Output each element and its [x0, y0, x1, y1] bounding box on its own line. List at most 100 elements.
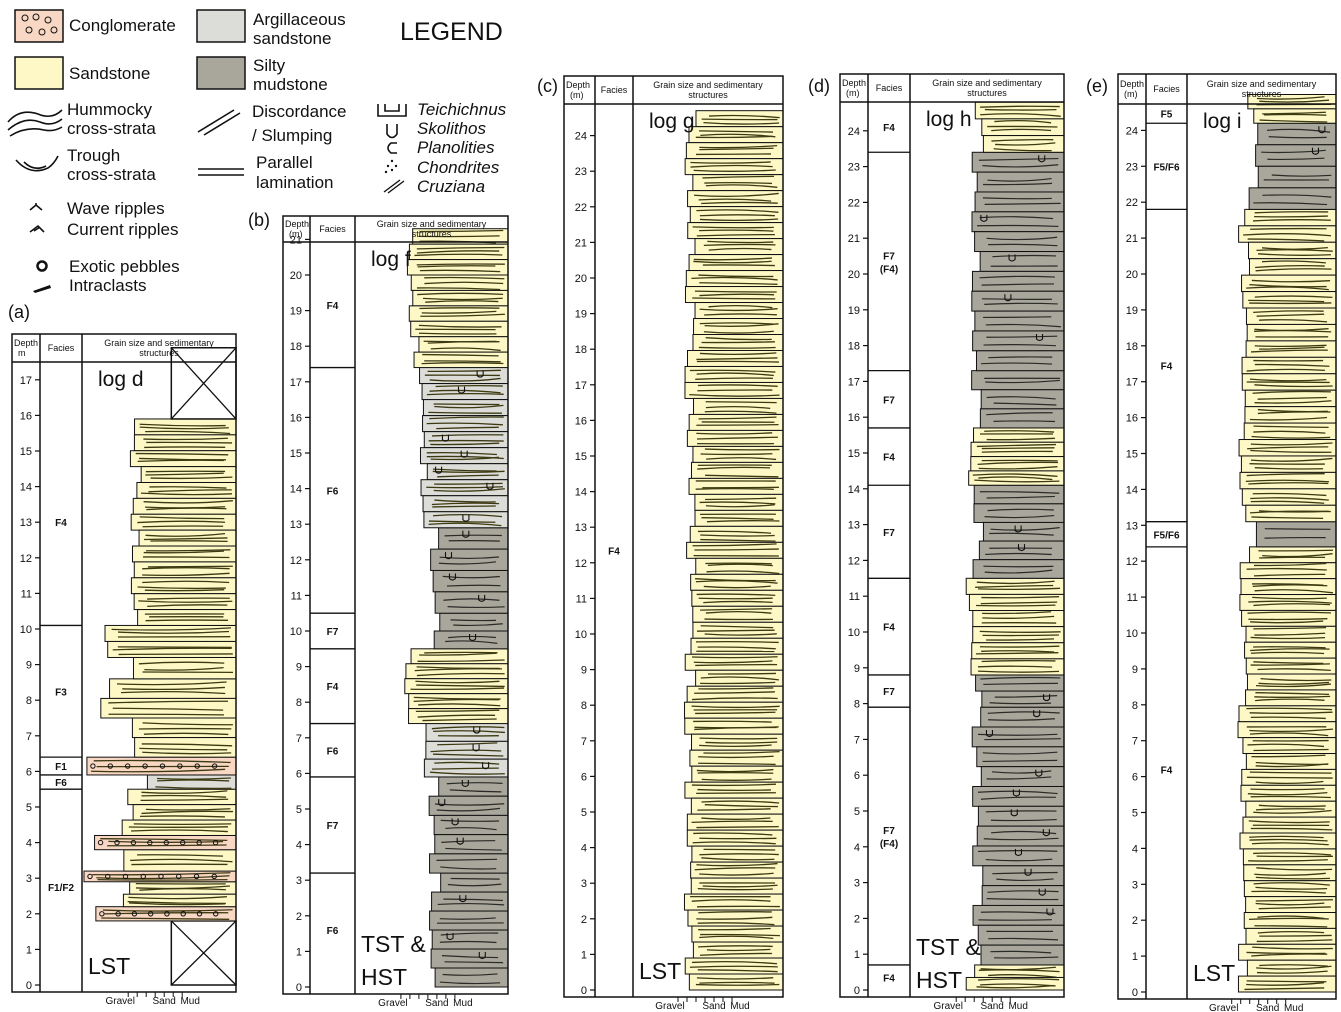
- bed: [980, 706, 1065, 728]
- lamina: [426, 486, 504, 489]
- depth-tick-label: 10: [848, 627, 860, 639]
- lamina: [1255, 698, 1325, 702]
- facies-label: F4: [883, 973, 895, 984]
- depth-tick-label: 14: [20, 482, 32, 494]
- lamina: [1250, 716, 1326, 720]
- sand-label: Sand: [1256, 1003, 1279, 1012]
- depth-tick-label: 5: [854, 806, 860, 818]
- lamina: [1259, 556, 1326, 559]
- depth-tick-label: 1: [296, 946, 302, 958]
- sand-label: Sand: [153, 996, 176, 1007]
- trace-fossil: [451, 818, 459, 826]
- depth-tick-label: 8: [581, 700, 587, 712]
- lamina: [993, 420, 1056, 423]
- bed: [972, 559, 1065, 579]
- lamina: [978, 587, 1061, 591]
- depth-tick-label: 15: [848, 448, 860, 460]
- lamina: [441, 955, 499, 959]
- lamina: [689, 965, 778, 968]
- bed: [132, 804, 237, 821]
- depth-unit-header: (m): [289, 229, 303, 239]
- trace-fossil: [456, 837, 464, 845]
- depth-tick-label: 22: [575, 202, 587, 214]
- depth-tick-label: 10: [290, 626, 302, 638]
- pebble: [90, 763, 96, 769]
- bed: [971, 726, 1065, 748]
- lamina: [433, 730, 505, 734]
- lamina: [1246, 982, 1325, 986]
- trace-fossil: [1033, 710, 1041, 718]
- lamina: [442, 973, 498, 976]
- lamina: [422, 718, 497, 722]
- legend-planolities-label: Planolities: [417, 138, 495, 157]
- lamina: [989, 702, 1052, 705]
- lamina: [705, 401, 777, 404]
- depth-tick-label: 7: [26, 731, 32, 743]
- lamina: [694, 691, 775, 694]
- depth-tick-label: 9: [1132, 664, 1138, 676]
- sand-label: Sand: [425, 998, 448, 1009]
- bed: [131, 545, 237, 563]
- lamina: [426, 422, 503, 426]
- facies-label: F1/F2: [48, 883, 75, 894]
- depth-tick-label: 0: [854, 985, 860, 997]
- lamina: [1253, 573, 1326, 577]
- lamina: [1252, 390, 1331, 394]
- depth-tick-label: 6: [581, 771, 587, 783]
- bed: [419, 447, 509, 465]
- lamina: [108, 700, 228, 704]
- lamina: [416, 263, 505, 266]
- lamina: [437, 474, 499, 478]
- lamina: [695, 487, 774, 491]
- lamina: [699, 214, 775, 217]
- bed: [971, 370, 1065, 391]
- depth-tick-label: 1: [26, 944, 32, 956]
- lamina: [1256, 249, 1333, 252]
- lamina: [140, 798, 229, 802]
- pebble: [212, 839, 219, 846]
- wave-ripples-icon: [29, 203, 43, 211]
- lamina: [701, 341, 775, 344]
- lamina: [692, 960, 778, 965]
- lamina: [1255, 808, 1325, 811]
- lamina: [704, 633, 777, 636]
- legend-trough-label-2: cross-strata: [67, 165, 156, 184]
- lamina: [1248, 482, 1329, 485]
- lamina: [980, 113, 1061, 117]
- lamina: [976, 580, 1055, 585]
- teichichnus-icon: [377, 104, 407, 117]
- lamina: [141, 743, 233, 747]
- bed: [1242, 291, 1337, 309]
- depth-tick-label: 16: [20, 410, 32, 422]
- lamina: [692, 543, 777, 547]
- lamina: [96, 875, 230, 880]
- lamina: [1250, 620, 1324, 624]
- lamina: [1254, 329, 1332, 333]
- trace-fossil: [1024, 868, 1032, 876]
- lamina: [982, 751, 1058, 755]
- lamina: [1253, 809, 1332, 814]
- depth-header: Depth: [285, 219, 309, 229]
- depth-tick-label: 18: [1126, 341, 1138, 353]
- lamina: [981, 447, 1055, 450]
- lamina: [698, 927, 771, 931]
- panel-label: (a): [8, 302, 30, 322]
- lamina: [991, 830, 1057, 835]
- lamina: [418, 235, 500, 238]
- lamina: [445, 847, 502, 851]
- pebble: [130, 839, 137, 846]
- lamina: [986, 897, 1059, 901]
- depth-tick-label: 19: [1126, 305, 1138, 317]
- bed: [137, 609, 237, 626]
- lamina: [978, 476, 1053, 481]
- lamina: [138, 661, 225, 665]
- lamina: [975, 584, 1054, 588]
- lamina: [700, 608, 773, 611]
- pebble: [140, 873, 146, 880]
- lamina: [986, 495, 1055, 499]
- lamina: [986, 335, 1058, 338]
- lamina: [1258, 549, 1334, 552]
- lamina: [1254, 562, 1327, 567]
- lamina: [415, 709, 500, 713]
- lamina: [695, 377, 773, 380]
